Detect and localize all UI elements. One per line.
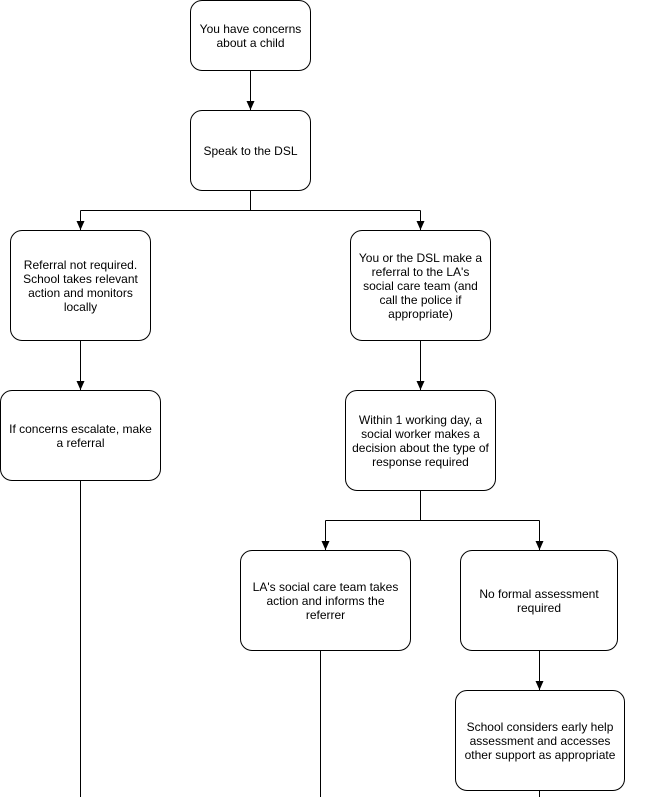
node-social-worker-decision: Within 1 working day, a social worker ma…: [345, 390, 496, 491]
node-early-help: School considers early help assessment a…: [455, 690, 625, 791]
node-la-takes-action: LA's social care team takes action and i…: [240, 550, 411, 651]
node-concerns: You have concerns about a child: [190, 0, 311, 71]
node-no-formal-assessment: No formal assessment required: [460, 550, 618, 651]
node-make-referral: You or the DSL make a referral to the LA…: [350, 230, 491, 341]
node-referral-not-required: Referral not required. School takes rele…: [10, 230, 151, 341]
node-concerns-escalate: If concerns escalate, make a referral: [0, 390, 161, 481]
node-speak-to-dsl: Speak to the DSL: [190, 110, 311, 191]
